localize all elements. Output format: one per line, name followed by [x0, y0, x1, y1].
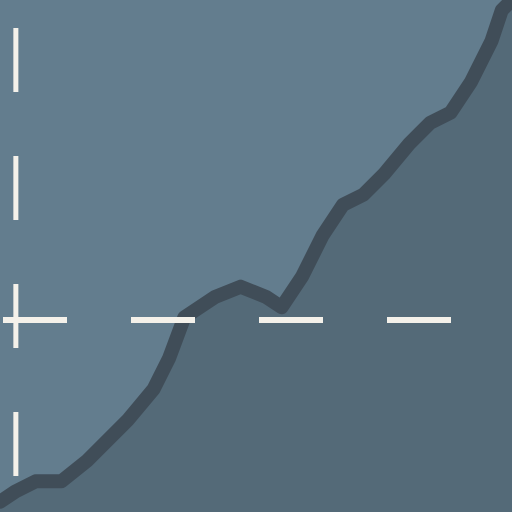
- grid-layer: [0, 28, 512, 512]
